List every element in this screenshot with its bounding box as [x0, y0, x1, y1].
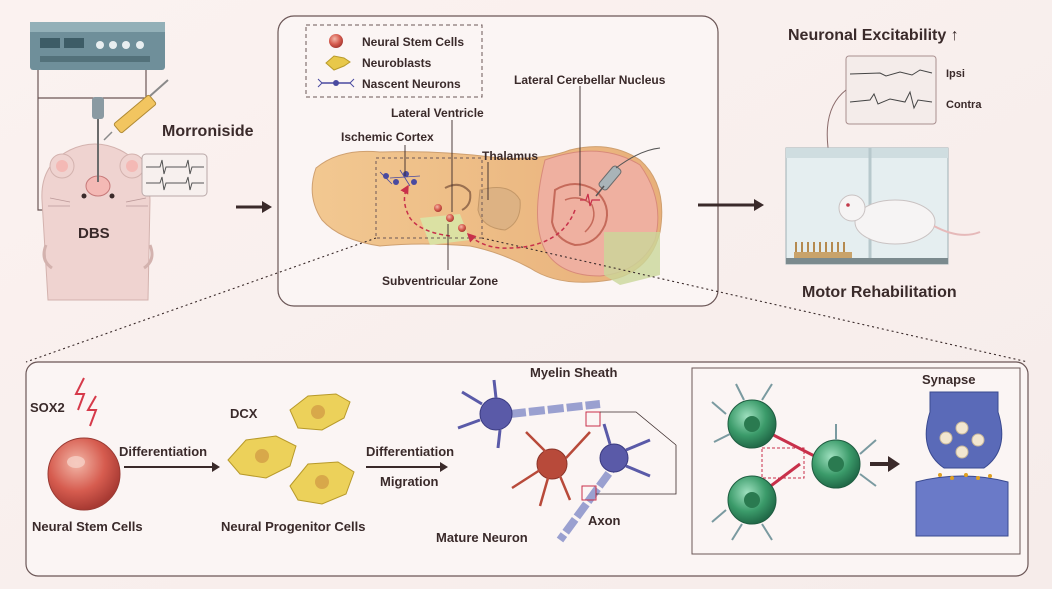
electrode-icon: [92, 97, 104, 182]
legend-label-nascent-neurons: Nascent Neurons: [362, 77, 461, 91]
subventricular-zone-label: Subventricular Zone: [382, 274, 498, 288]
ipsi-label: Ipsi: [946, 68, 965, 80]
green-neurons-icon: [711, 383, 877, 541]
arrow-to-synapse: [870, 456, 900, 472]
lightning-icon: [74, 377, 98, 427]
differentiation-label-1: Differentiation: [119, 444, 207, 459]
arrow-to-behavior: [698, 199, 764, 211]
contra-label: Contra: [946, 99, 982, 111]
neural-progenitor-cells-icon: [227, 393, 355, 505]
myelin-sheath-label: Myelin Sheath: [530, 365, 617, 380]
nascent-neuron-cluster: [379, 169, 421, 187]
morroniside-label: Morroniside: [162, 123, 254, 140]
nascent-neuron-icon: [317, 78, 355, 88]
syringe-icon: [103, 79, 169, 141]
synapse-label: Synapse: [922, 372, 975, 387]
differentiation-label-2: Differentiation: [366, 444, 454, 459]
eeg-trace-small: [141, 153, 208, 197]
stem-cell-icon: [329, 34, 343, 48]
axon-label: Axon: [588, 513, 621, 528]
neuroblast-icon: [325, 55, 351, 71]
rat-behavior-box-icon: [785, 147, 981, 265]
dcx-label: DCX: [230, 406, 258, 421]
rat-icon: [41, 143, 154, 301]
ischemic-cortex-label: Ischemic Cortex: [341, 130, 434, 144]
migration-label: Migration: [380, 474, 439, 489]
arrow-differentiation-2: [366, 462, 448, 472]
brain-sagittal-illustration: [311, 146, 663, 285]
arrow-differentiation-1: [124, 462, 220, 472]
neural-progenitor-cells-label: Neural Progenitor Cells: [221, 519, 365, 534]
neuronal-excitability-label: Neuronal Excitability ↑: [788, 27, 959, 44]
eeg-recording-panel: [845, 55, 937, 125]
motor-rehabilitation-label: Motor Rehabilitation: [802, 284, 957, 301]
lateral-ventricle-label: Lateral Ventricle: [391, 106, 484, 120]
synapse-icon: [915, 391, 1009, 537]
neural-stem-cell-icon: [47, 437, 121, 511]
arrow-to-brain-panel: [236, 201, 272, 213]
legend: Neural Stem Cells Neuroblasts Nascent Ne…: [305, 24, 483, 98]
legend-label-neuroblasts: Neuroblasts: [362, 56, 432, 70]
thalamus-label: Thalamus: [482, 149, 538, 163]
lateral-cerebellar-nucleus-label: Lateral Cerebellar Nucleus: [514, 73, 666, 87]
neural-stem-cells-label: Neural Stem Cells: [32, 519, 143, 534]
dbs-label: DBS: [78, 225, 110, 242]
legend-label-stem-cells: Neural Stem Cells: [362, 35, 464, 49]
sox2-label: SOX2: [30, 400, 65, 415]
mature-neuron-label: Mature Neuron: [436, 530, 528, 545]
mature-neurons-icon: [457, 379, 651, 543]
dbs-stimulator-device: [30, 22, 165, 70]
cerebellar-electrode-icon: [595, 147, 661, 197]
